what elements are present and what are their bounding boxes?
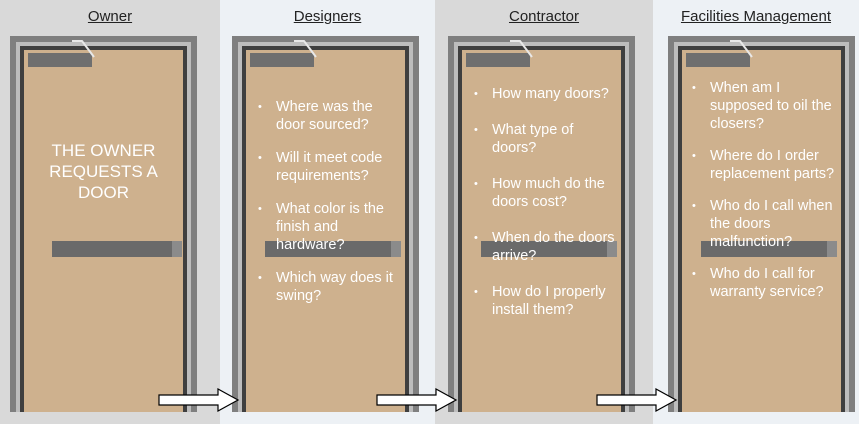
panel-title-owner: Owner [87,8,133,25]
owner-door-text-line: DOOR [78,183,129,202]
door-contractor: •How many doors? •What type of doors? •H… [462,40,621,412]
list-item: •What color is the finish and hardware? [258,201,384,253]
panel-title-contractor: Contractor [508,8,580,25]
right-arrow-icon [596,388,678,412]
list-item: •Who do I call for warranty service? [692,266,824,300]
designer-questions: •Where was the door sourced? •Will it me… [254,98,404,305]
list-item: •How do I properly install them? [474,284,606,318]
list-item: •Which way does it swing? [258,270,393,304]
list-item: •Where do I order replacement parts? [692,148,835,182]
right-arrow-icon [158,388,240,412]
door-frame-owner: THE OWNER REQUESTS A DOOR [10,36,197,412]
list-item: •How many doors? [474,86,609,102]
push-bar-icon [52,241,182,257]
door-frame-contractor: •How many doors? •What type of doors? •H… [448,36,635,412]
panel-title-designers: Designers [293,8,362,25]
push-bar-icon [265,241,401,257]
owner-door-text: THE OWNER REQUESTS A DOOR [24,140,183,203]
door-closer-icon [250,40,317,67]
list-item: •Will it meet code requirements? [258,150,383,184]
door-designers: •Where was the door sourced? •Will it me… [246,40,405,412]
contractor-questions: •How many doors? •What type of doors? •H… [470,85,620,319]
door-frame-designers: •Where was the door sourced? •Will it me… [232,36,419,412]
list-item: •Where was the door sourced? [258,99,373,133]
door-closer-icon [28,40,95,67]
list-item: •What type of doors? [474,122,574,156]
door-frame-facilities: •When am I supposed to oil the closers? … [668,36,855,412]
facilities-questions: •When am I supposed to oil the closers? … [688,79,840,301]
door-closer-icon [466,40,533,67]
list-item: •When do the doors arrive? [474,230,615,264]
panel-title-facilities: Facilities Management [680,8,832,25]
door-owner: THE OWNER REQUESTS A DOOR [24,40,183,412]
owner-door-text-line: THE OWNER [51,141,156,160]
list-item: •How much do the doors cost? [474,176,605,210]
push-bar-icon [701,241,837,257]
push-bar-icon [481,241,617,257]
owner-door-text-line: REQUESTS A [49,162,158,181]
right-arrow-icon [376,388,458,412]
door-facilities: •When am I supposed to oil the closers? … [682,40,841,412]
list-item: •When am I supposed to oil the closers? [692,80,832,132]
list-item: •Who do I call when the doors malfunctio… [692,198,833,250]
door-closer-icon [686,40,753,67]
